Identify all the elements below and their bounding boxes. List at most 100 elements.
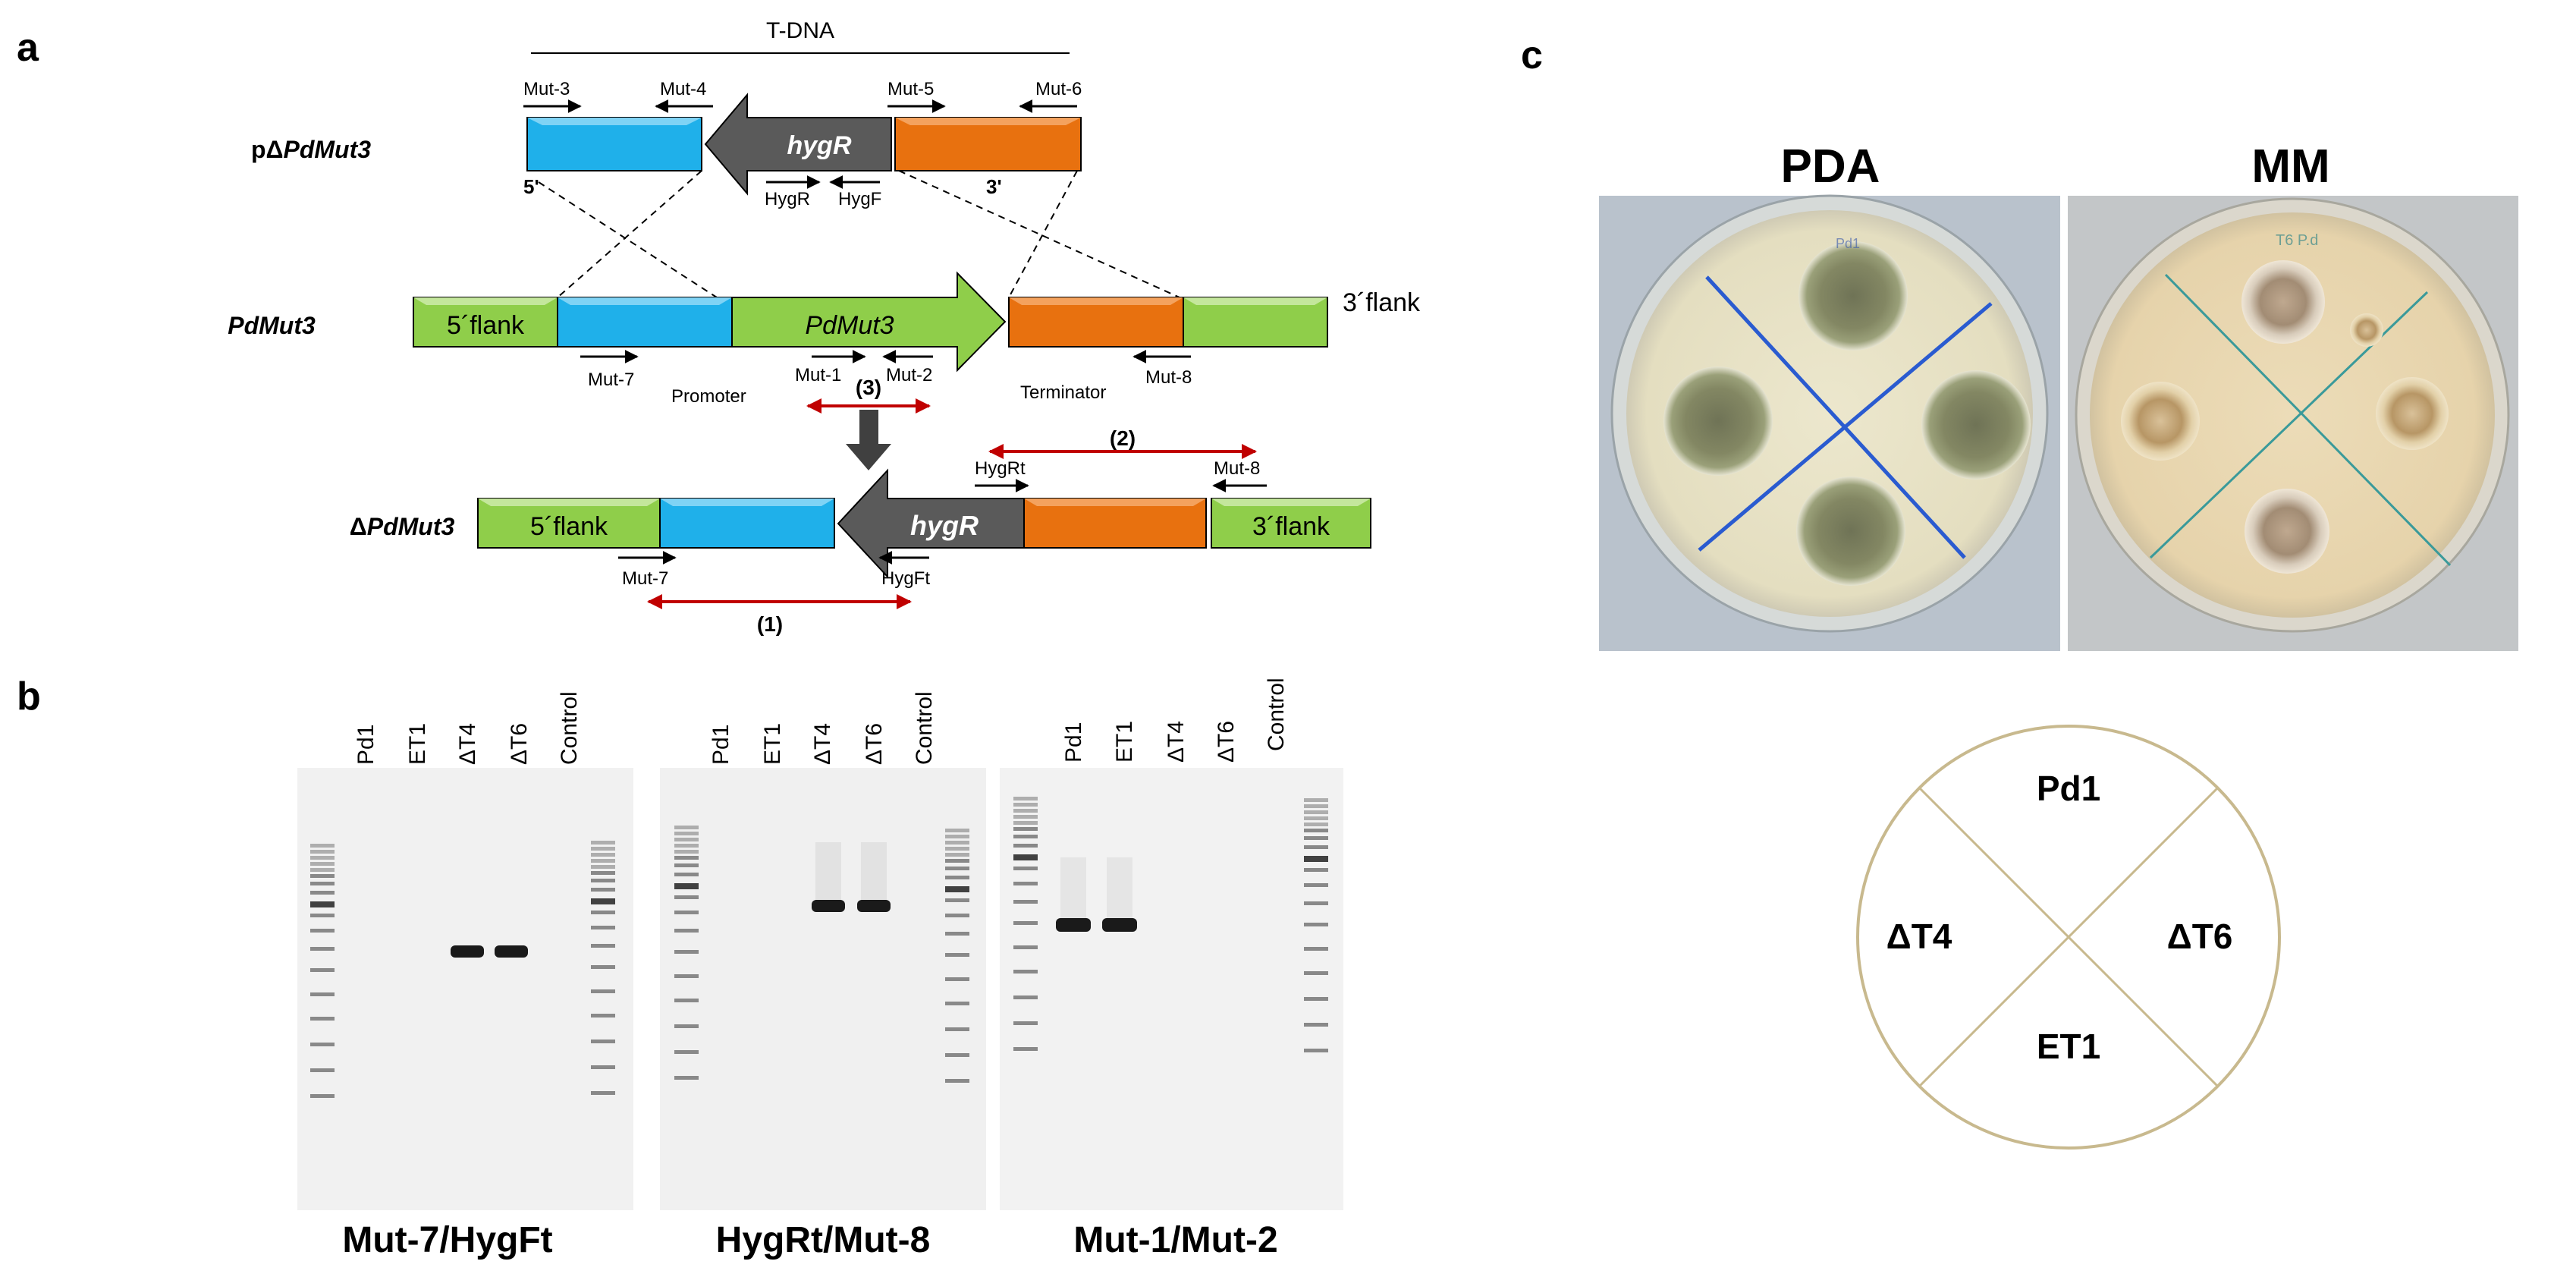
ladder-band: [591, 911, 615, 914]
wt-gene-label: PdMut3: [805, 311, 894, 340]
ladder-band: [1013, 815, 1038, 819]
wt-promoter-shade: [558, 297, 732, 305]
ladder-band: [591, 989, 615, 993]
gel-1-ladder-left: [310, 844, 335, 1098]
gel-band-smear: [861, 842, 887, 900]
lane-label: ET1: [1112, 721, 1137, 763]
mut-flank3-label: 3´flank: [1252, 512, 1330, 541]
ladder-band: [310, 1068, 335, 1072]
primer-mut7b: Mut-7: [622, 568, 668, 589]
ladder-band: [1013, 995, 1038, 999]
gel-2-ladder-right: [945, 829, 969, 1083]
ladder-band: [674, 911, 699, 914]
mut-flank5-label: 5´flank: [530, 512, 608, 541]
ladder-band: [310, 901, 335, 907]
ladder-band: [1013, 945, 1038, 949]
lane-label: Control: [912, 691, 937, 765]
ladder-band: [591, 1091, 615, 1095]
colony-dt4: [1663, 366, 1773, 476]
recomb-line: [1008, 170, 1078, 298]
ladder-band: [945, 914, 969, 917]
mut-flank5-shade: [478, 499, 660, 506]
ladder-band: [591, 853, 615, 857]
colony-small: [2350, 313, 2383, 347]
ladder-band: [945, 829, 969, 832]
legend-right: ΔT6: [2167, 917, 2233, 956]
gel-2-lane-labels: Pd1 ET1 ΔT4 ΔT6 Control: [708, 691, 937, 765]
amplicon1-label: (1): [757, 612, 783, 636]
plate-mm-photo: T6 P.d: [2068, 196, 2518, 651]
wildtype-label: PdMut3: [228, 312, 316, 339]
gel-2-caption: HygRt/Mut-8: [716, 1220, 931, 1260]
ladder-band: [674, 974, 699, 978]
panel-a-letter: a: [17, 26, 39, 70]
gel-2-ladder-left: [674, 826, 699, 1080]
ladder-band: [1304, 856, 1328, 862]
lane-label: ΔT4: [810, 723, 835, 765]
primer-mut1: Mut-1: [795, 365, 841, 385]
ladder-band: [945, 953, 969, 957]
lane-label: Pd1: [708, 725, 734, 765]
ladder-band: [1013, 1021, 1038, 1025]
ladder-band: [310, 992, 335, 996]
plasmid-5-block: [526, 117, 702, 171]
primer-mut7: Mut-7: [588, 370, 634, 390]
ladder-band: [1013, 970, 1038, 973]
amplicon2-label: (2): [1110, 426, 1136, 450]
colony-dt6: [1921, 370, 2031, 480]
ladder-band: [310, 862, 335, 866]
ladder-band: [945, 835, 969, 838]
wt-flank5-label: 5´flank: [447, 311, 525, 340]
ladder-band: [1304, 947, 1328, 951]
gel-band: [1102, 918, 1137, 932]
ladder-band: [591, 888, 615, 892]
plate-divider: [1698, 302, 1993, 552]
ladder-band: [1304, 823, 1328, 826]
transform-down-arrow: [846, 410, 891, 470]
ladder-band: [674, 863, 699, 867]
wt-flank3-shade: [1183, 297, 1327, 305]
ladder-band: [1013, 809, 1038, 813]
plasmid-5-block-shade: [527, 118, 702, 125]
ladder-band: [1304, 997, 1328, 1001]
ladder-band: [674, 929, 699, 933]
gel-band: [857, 900, 891, 912]
agar: [1626, 210, 2033, 617]
colony-dt6: [2376, 377, 2449, 450]
gel-band: [1056, 918, 1091, 932]
dish-handwriting: Pd1: [1836, 236, 1860, 251]
ladder-band: [310, 882, 335, 885]
colony-dt4: [2121, 382, 2200, 461]
gel-2-background: [660, 768, 986, 1210]
ladder-band: [1304, 1023, 1328, 1027]
plasmid-hygr-arrow: [704, 93, 892, 196]
panel-b-letter: b: [17, 675, 41, 719]
lane-label: ET1: [405, 723, 430, 765]
ladder-band: [1013, 867, 1038, 870]
plate-layout-legend: Pd1 ΔT4 ΔT6 ET1: [1856, 725, 2281, 1150]
agar: [2090, 212, 2495, 618]
mut-hygr-label: hygR: [910, 510, 979, 541]
ladder-band: [310, 868, 335, 872]
mut-flank3-shade: [1211, 499, 1371, 506]
ladder-band: [674, 1024, 699, 1028]
ladder-band: [591, 847, 615, 851]
ladder-band: [674, 873, 699, 876]
ladder-band: [1013, 827, 1038, 831]
primer-hygrt: HygRt: [975, 458, 1026, 479]
legend-divider: [1918, 786, 2219, 1088]
panel-c: c PDA MM Pd1 T6 P.d: [1521, 33, 2518, 1150]
ladder-band: [591, 1014, 615, 1018]
recomb-line: [557, 170, 702, 298]
ladder-band: [674, 950, 699, 954]
ladder-band: [945, 1027, 969, 1031]
plasmid-end3: 3': [986, 175, 1002, 198]
primer-mut2: Mut-2: [886, 365, 932, 385]
mutant-label: ΔPdMut3: [350, 513, 455, 540]
ladder-band: [1304, 810, 1328, 814]
ladder-band: [945, 876, 969, 879]
ladder-band: [310, 947, 335, 951]
ladder-band: [1304, 868, 1328, 872]
ladder-band: [591, 841, 615, 845]
